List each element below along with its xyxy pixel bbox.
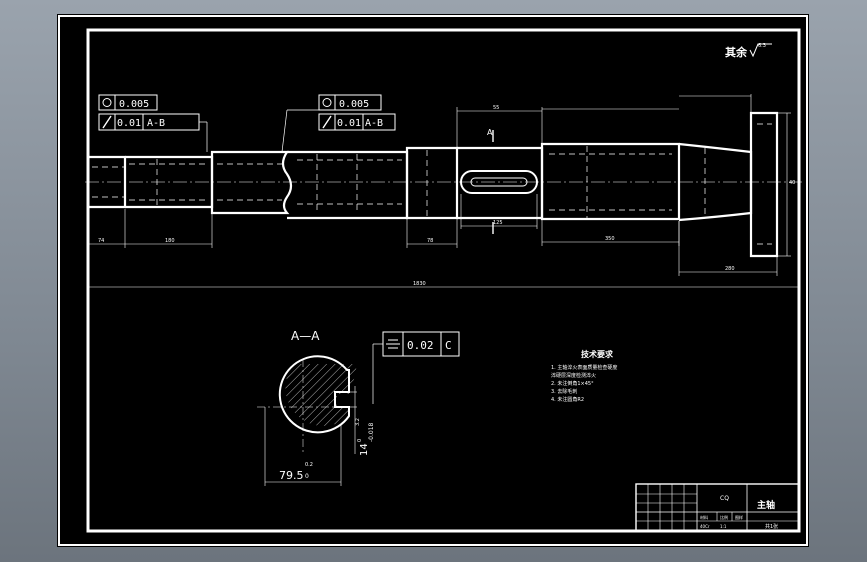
shaft-outline: [88, 111, 779, 258]
keyway-slot: [460, 170, 538, 194]
keyway-width-tol: -0.018: [368, 422, 375, 442]
tech-req-title: 技术要求: [581, 349, 614, 359]
dimension-lines: [88, 94, 799, 288]
runout-value-right: 0.01: [337, 118, 361, 129]
keyway-width-dim: 14: [359, 443, 370, 456]
roughness-note: 其余: [725, 45, 748, 59]
runout-value-left: 0.01: [117, 118, 141, 129]
outer-border: [58, 15, 808, 546]
section-marker-label: A: [487, 128, 493, 137]
section-dimension-lines: [264, 386, 357, 486]
hidden-lines: [92, 123, 772, 245]
dim-seg3: 78: [427, 238, 433, 244]
inner-border: [86, 28, 801, 533]
dim-keyway-position: 55: [493, 105, 499, 111]
diameter-dim: 79.5: [279, 469, 304, 482]
circularity-value-left: 0.005: [119, 99, 149, 110]
datum-left: A-B: [147, 118, 165, 129]
diameter-tol-upper: 0.2: [305, 462, 313, 468]
shaft-drawing: 其余 6.3: [58, 15, 808, 546]
diameter-tol-lower: 0: [305, 473, 309, 480]
circularity-value-right: 0.005: [339, 99, 369, 110]
symmetry-value: 0.02: [407, 339, 434, 352]
scale-label: 比例: [720, 514, 728, 520]
scale-value: 1:1: [720, 524, 727, 529]
symmetry-tolerance-frame[interactable]: 0.02 C: [372, 331, 460, 404]
keyway-inner: [470, 177, 528, 187]
tech-req-item: 3. 去除毛刺: [551, 388, 577, 395]
roughness-symbol: [749, 43, 772, 58]
material-label: 材料: [700, 514, 708, 520]
drawing-number: CQ: [720, 495, 729, 502]
dim-seg1: 74: [98, 238, 104, 244]
material-value: 40Cr: [700, 524, 710, 529]
roughness-default-value: 6.3: [758, 43, 766, 49]
sheet-count: 共1张: [765, 523, 778, 530]
dim-flange-width: 40: [789, 180, 795, 186]
section-title: A—A: [291, 329, 320, 343]
dim-seg5: 280: [725, 266, 735, 272]
dim-total-length: 1830: [413, 281, 426, 287]
tolerance-frame-right[interactable]: 0.005 0.01 A-B: [281, 94, 396, 153]
tech-req-item: 1. 主轴淬火表面质量检查硬度: [551, 364, 617, 371]
keyway-roughness: 3.2: [355, 418, 361, 426]
dim-keyway-length: 125: [493, 220, 503, 226]
tech-req-item: 4. 未注圆角R2: [551, 396, 584, 403]
section-circle: [257, 355, 357, 454]
sheet-label: 图样: [735, 514, 743, 520]
tolerance-frame-left[interactable]: 0.005 0.01 A-B: [98, 94, 208, 152]
tech-req-item: 淬硬层深度检测淬火: [551, 372, 596, 379]
title-block: CQ 主轴 材料 比例 图样 40Cr 1:1 共1张: [635, 483, 800, 532]
tech-req-item: 2. 未注倒角1×45°: [551, 380, 594, 387]
drawing-sheet: 其余 6.3: [57, 14, 809, 547]
keyway-width-tol-zero: 0: [357, 439, 363, 442]
datum-right: A-B: [365, 118, 383, 129]
symmetry-datum: C: [445, 339, 452, 352]
dim-seg2: 180: [165, 238, 175, 244]
part-name: 主轴: [757, 499, 775, 511]
dim-seg4: 350: [605, 236, 615, 242]
technical-requirements: 技术要求 1. 主轴淬火表面质量检查硬度 淬硬层深度检测淬火 2. 未注倒角1×…: [551, 349, 617, 403]
